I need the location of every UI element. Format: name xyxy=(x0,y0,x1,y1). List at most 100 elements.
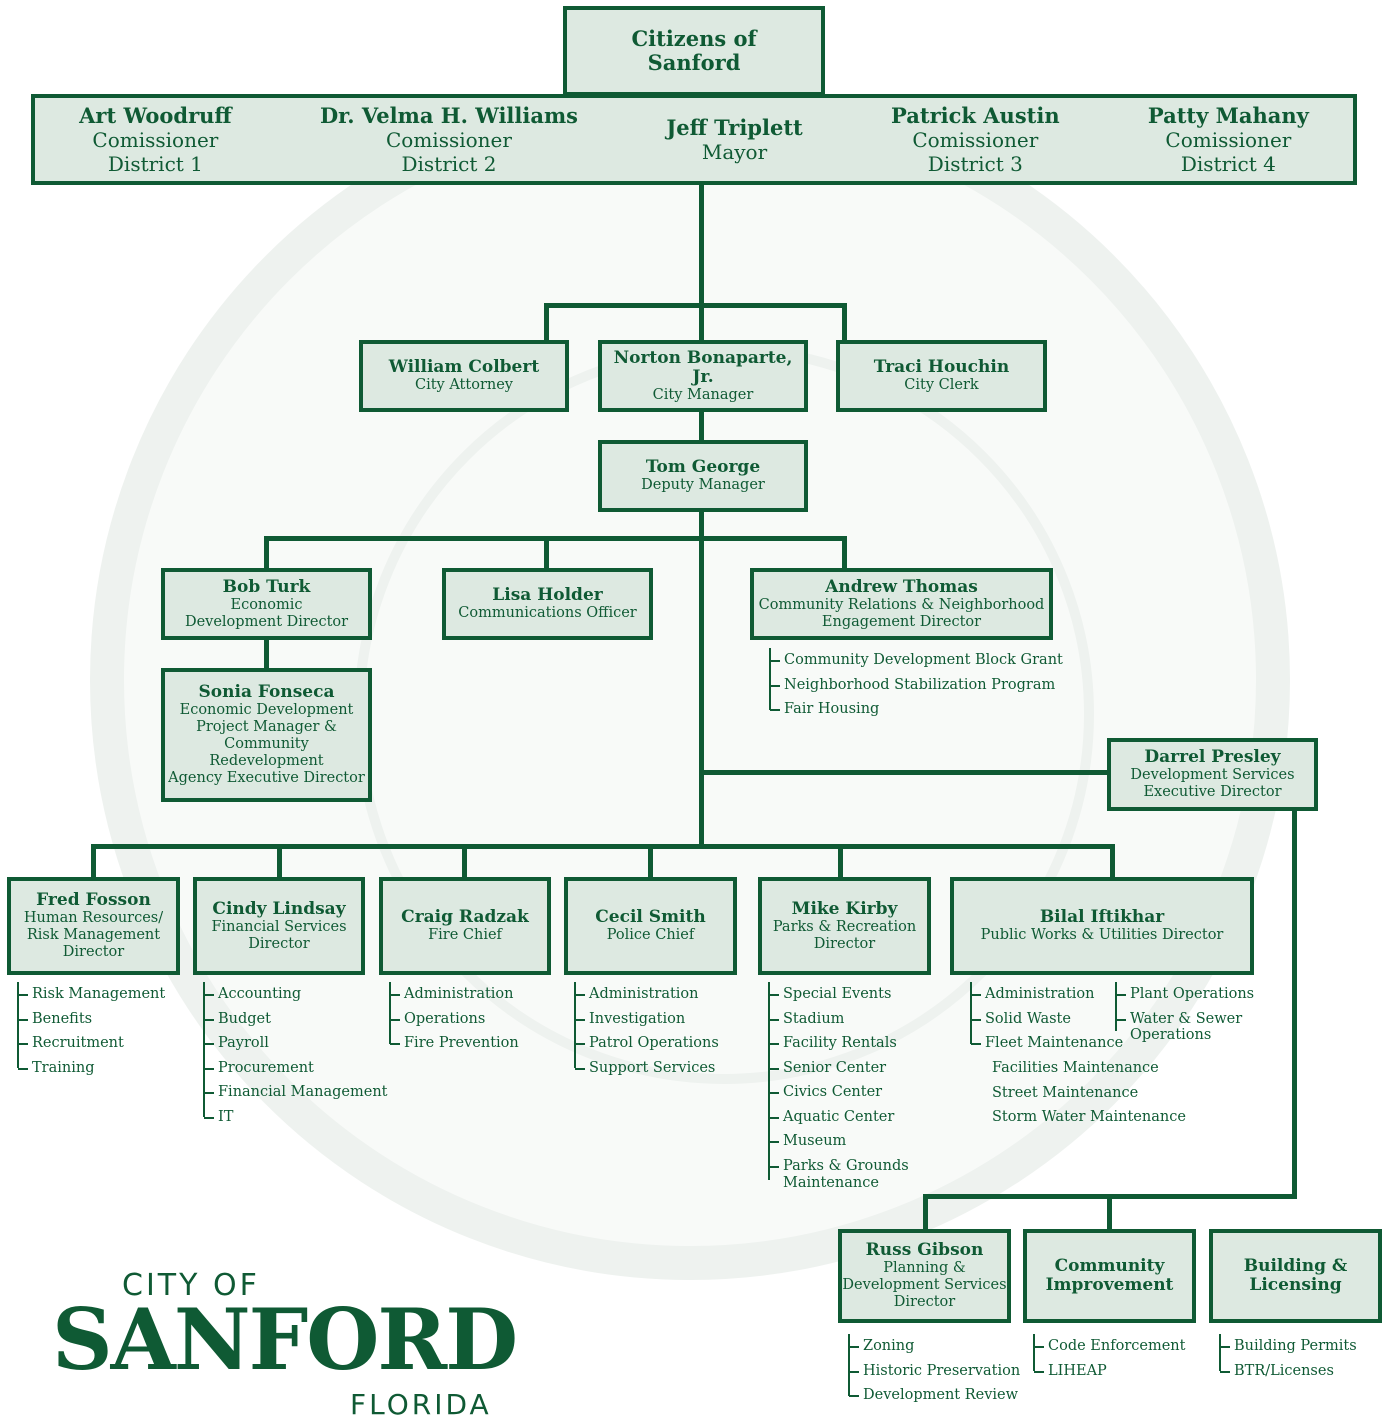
person-name: Traci Houchin xyxy=(873,357,1010,377)
public-works-list: Administration Solid Waste Fleet Mainten… xyxy=(963,982,1123,1056)
citizens-label: Citizens of Sanford xyxy=(631,26,757,75)
list-item: Building Permits xyxy=(1220,1334,1357,1359)
list-item: Patrol Operations xyxy=(575,1031,719,1056)
council-member-williams: Dr. Velma H. Williams Comissioner Distri… xyxy=(320,103,578,176)
person-title: Economic Development Director xyxy=(184,596,349,630)
cindy-lindsay-box: Cindy Lindsay Financial Services Directo… xyxy=(193,877,365,975)
list-item: Accounting xyxy=(204,982,388,1007)
connector xyxy=(462,844,467,880)
community-improvement-list: Code Enforcement LIHEAP xyxy=(1026,1334,1185,1383)
person-name: Bob Turk xyxy=(222,576,311,597)
list-item: Administration xyxy=(970,982,1123,1007)
list-item: Civics Center xyxy=(769,1080,909,1105)
council-member-woodruff: Art Woodruff Comissioner District 1 xyxy=(79,103,232,176)
connector xyxy=(699,410,704,442)
person-title: Risk Management xyxy=(26,927,161,943)
list-item: IT xyxy=(204,1105,388,1130)
list-item: Senior Center xyxy=(769,1056,909,1081)
list-item: Solid Waste xyxy=(970,1007,1123,1032)
building-list: Building Permits BTR/Licenses xyxy=(1212,1334,1357,1383)
list-item: Support Services xyxy=(575,1056,719,1081)
person-title: Director xyxy=(813,935,876,952)
connector xyxy=(277,844,282,880)
person-title: Development Services xyxy=(1130,767,1295,783)
connector xyxy=(842,303,847,343)
list-item: Water & Sewer xyxy=(1115,1007,1254,1027)
connector xyxy=(264,638,269,671)
public-works-list-right: Plant Operations Water & Sewer Operation… xyxy=(1108,982,1254,1043)
list-item: Fair Housing xyxy=(770,697,1063,722)
person-title: Director xyxy=(62,944,125,960)
person-title: Communications Officer xyxy=(458,605,637,621)
person-title: Deputy Manager xyxy=(641,477,765,493)
list-item: Community Development Block Grant xyxy=(770,648,1063,673)
person-name: Cecil Smith xyxy=(595,907,706,927)
parks-list: Special Events Stadium Facility Rentals … xyxy=(761,982,909,1192)
list-item: Procurement xyxy=(204,1056,388,1081)
list-item: Benefits xyxy=(17,1007,165,1032)
bob-turk-box: Bob Turk Economic Development Director xyxy=(161,568,372,640)
person-title: Executive Director xyxy=(1143,784,1282,800)
list-item: Parks & Grounds xyxy=(769,1154,909,1175)
list-item: Museum xyxy=(769,1129,909,1154)
logo-florida: FLORIDA xyxy=(350,1388,492,1421)
public-works-list-plain: Facilities Maintenance Street Maintenanc… xyxy=(970,1056,1186,1130)
building-licensing-box: Building & Licensing xyxy=(1209,1229,1382,1323)
connector xyxy=(91,844,96,880)
person-title: Agency Executive Director xyxy=(168,770,365,786)
person-title: Police Chief xyxy=(606,927,695,943)
person-name: Bilal Iftikhar xyxy=(1039,907,1165,927)
planning-list: Zoning Historic Preservation Development… xyxy=(841,1334,1020,1408)
person-name: William Colbert xyxy=(388,357,540,377)
andrew-thomas-box: Andrew Thomas Community Relations & Neig… xyxy=(750,568,1053,640)
list-item: Development Review xyxy=(848,1383,1020,1408)
person-title: Public Works & Utilities Director xyxy=(980,927,1224,943)
unit-name: Building & xyxy=(1243,1256,1348,1276)
list-item: Financial Management xyxy=(204,1080,388,1105)
citizens-box: Citizens of Sanford xyxy=(563,6,825,96)
connector xyxy=(544,303,847,308)
connector xyxy=(1110,844,1115,880)
connector xyxy=(1292,808,1297,1198)
person-title: Director xyxy=(248,935,310,952)
person-name: Cindy Lindsay xyxy=(212,898,346,919)
person-name: Russ Gibson xyxy=(865,1240,984,1260)
person-title: Community Relations & Neighborhood xyxy=(758,596,1045,613)
list-item: Zoning xyxy=(848,1334,1020,1359)
person-name: Tom George xyxy=(645,457,761,477)
police-list: Administration Investigation Patrol Oper… xyxy=(567,982,719,1080)
list-item: Code Enforcement xyxy=(1033,1334,1185,1359)
attorney-box: William Colbert City Attorney xyxy=(359,340,569,412)
list-item: Budget xyxy=(204,1007,388,1032)
member-name: Jeff Triplett xyxy=(666,114,803,140)
unit-name: Licensing xyxy=(1249,1275,1342,1295)
community-improvement-box: Community Improvement xyxy=(1023,1229,1196,1323)
bilal-iftikhar-box: Bilal Iftikhar Public Works & Utilities … xyxy=(950,877,1254,975)
list-item: Fire Prevention xyxy=(390,1031,519,1056)
person-title: Economic Development xyxy=(179,702,354,718)
person-title: Planning & xyxy=(883,1260,966,1276)
connector xyxy=(923,1194,928,1232)
list-item: Operations xyxy=(390,1007,519,1032)
person-title: City Manager xyxy=(652,386,754,403)
list-item: Stadium xyxy=(769,1007,909,1032)
list-item: Facilities Maintenance xyxy=(992,1060,1159,1076)
person-name: Fred Fosson xyxy=(36,890,151,910)
list-item: Investigation xyxy=(575,1007,719,1032)
person-name: Sonia Fonseca xyxy=(198,682,335,702)
member-title: Comissioner xyxy=(386,127,512,152)
list-item: Fleet Maintenance xyxy=(970,1031,1123,1056)
person-title: Engagement Director xyxy=(821,613,982,630)
hr-list: Risk Management Benefits Recruitment Tra… xyxy=(10,982,165,1080)
member-title: Comissioner xyxy=(1165,127,1292,152)
member-title: Mayor xyxy=(701,139,768,164)
connector xyxy=(699,184,704,342)
person-name: Craig Radzak xyxy=(401,907,529,927)
council-box: Art Woodruff Comissioner District 1 Dr. … xyxy=(31,94,1357,185)
person-title: City Clerk xyxy=(904,377,979,393)
person-name: Andrew Thomas xyxy=(825,576,978,597)
list-item: Payroll xyxy=(204,1031,388,1056)
list-item: Aquatic Center xyxy=(769,1105,909,1130)
list-item: Storm Water Maintenance xyxy=(992,1109,1186,1125)
sonia-fonseca-box: Sonia Fonseca Economic Development Proje… xyxy=(161,668,372,802)
